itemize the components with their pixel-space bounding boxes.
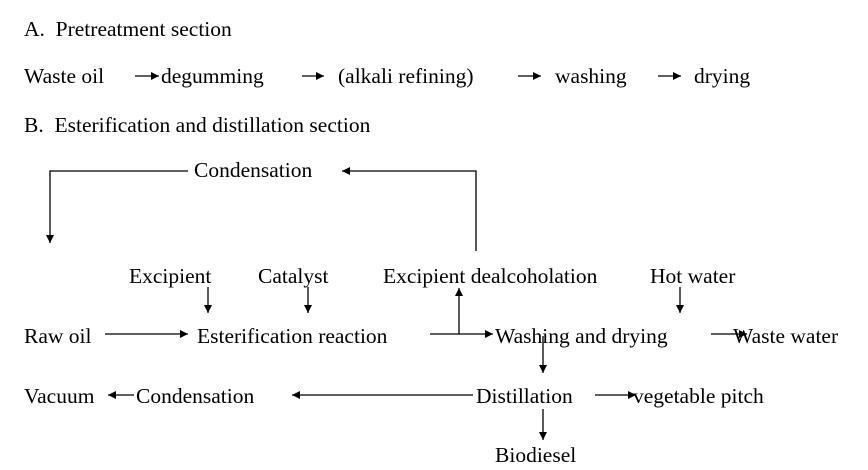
node-condensation-top: Condensation <box>194 158 313 182</box>
node-alkali-refining: (alkali refining) <box>338 64 474 88</box>
arrow-condensation-return <box>46 170 188 243</box>
arrow-esterification-to-dealcoholation <box>430 288 463 335</box>
node-excipient-dealcoholation: Excipient dealcoholation <box>383 264 598 288</box>
section-a-heading: A. Pretreatment section <box>24 17 232 41</box>
node-drying: drying <box>694 64 751 88</box>
node-vacuum: Vacuum <box>24 384 95 408</box>
node-hot-water: Hot water <box>650 264 736 288</box>
node-washing: washing <box>555 64 627 88</box>
node-degumming: degumming <box>161 64 264 88</box>
node-distillation: Distillation <box>476 384 573 408</box>
node-biodiesel: Biodiesel <box>495 443 577 467</box>
node-esterification-reaction: Esterification reaction <box>197 324 388 348</box>
node-waste-oil: Waste oil <box>24 64 105 88</box>
node-raw-oil: Raw oil <box>24 324 92 348</box>
node-washing-and-drying: Washing and drying <box>495 324 668 348</box>
arrow-dealcoholation-to-condensation <box>342 167 477 251</box>
node-condensation-bottom: Condensation <box>136 384 255 408</box>
section-b-heading: B. Esterification and distillation secti… <box>24 113 371 137</box>
node-excipient: Excipient <box>129 264 212 288</box>
node-vegetable-pitch: vegetable pitch <box>633 384 764 408</box>
node-catalyst: Catalyst <box>258 264 329 288</box>
